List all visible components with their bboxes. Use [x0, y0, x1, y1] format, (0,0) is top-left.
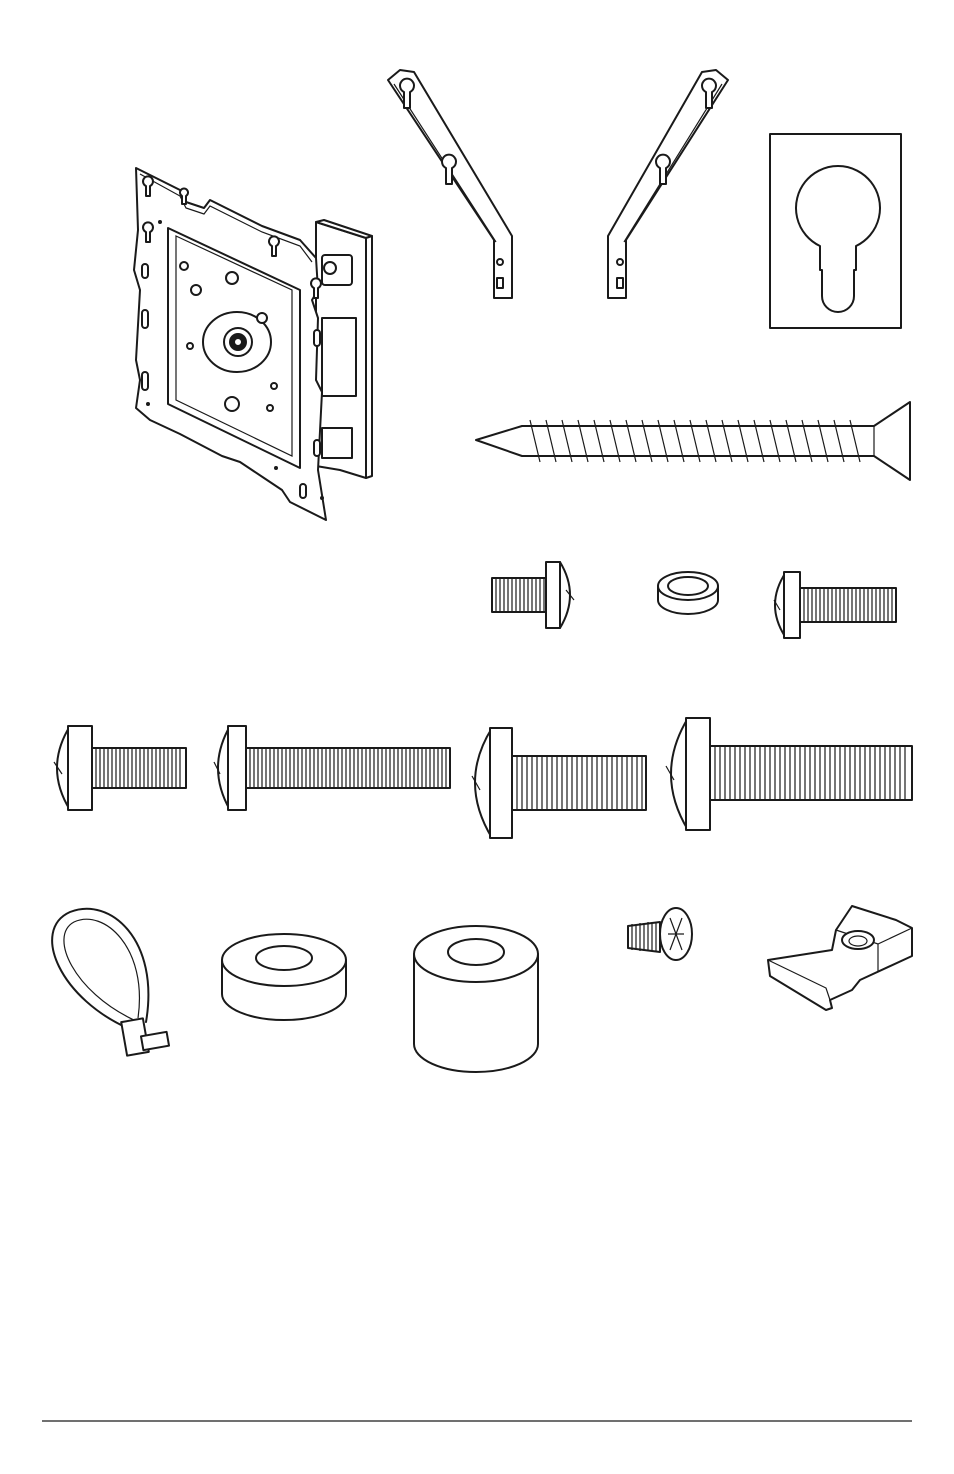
spacer-short	[222, 934, 346, 1020]
left-bracket	[388, 70, 512, 298]
cable-clip	[768, 906, 912, 1010]
lag-screw	[476, 402, 910, 480]
small-washer	[658, 572, 718, 614]
bolt-long	[214, 726, 450, 810]
countersunk-screw	[628, 908, 692, 960]
spacer-tall	[414, 926, 538, 1072]
small-screw-a	[492, 562, 574, 628]
bolt-large-short	[472, 728, 646, 838]
small-screw-b	[774, 572, 896, 638]
bolt-short	[54, 726, 186, 810]
wall-plate-with-arm	[134, 168, 372, 520]
keyhole-template	[770, 134, 901, 328]
cable-tie	[52, 909, 169, 1056]
bolt-large-long	[666, 718, 912, 830]
right-bracket	[608, 70, 728, 298]
